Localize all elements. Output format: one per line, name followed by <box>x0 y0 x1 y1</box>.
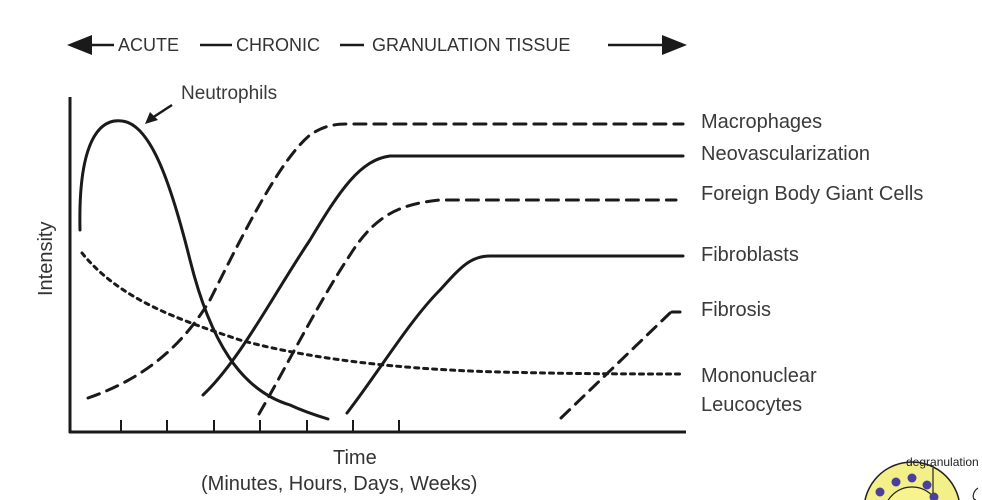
neutrophils-label: Neutrophils <box>181 83 278 104</box>
y-axis-label: Intensity <box>35 221 57 296</box>
label-macrophages: Macrophages <box>701 111 823 133</box>
cell-inset-image <box>864 461 979 500</box>
label-fibrosis: Fibrosis <box>701 299 772 321</box>
label-fbgc: Foreign Body Giant Cells <box>701 183 924 205</box>
x-ticks <box>120 420 400 432</box>
phase-acute: ACUTE <box>118 35 180 55</box>
phase-granulation: GRANULATION TISSUE <box>372 35 571 55</box>
neutrophils-pointer <box>145 103 173 124</box>
degranulation-label: degranulation <box>906 455 979 469</box>
fibroblasts-curve <box>345 254 685 415</box>
label-mononuclear: Mononuclear <box>701 365 817 387</box>
mononuclear-curve <box>80 251 685 376</box>
x-axis-sublabel: (Minutes, Hours, Days, Weeks) <box>201 473 478 495</box>
degranulation-granule <box>929 492 939 500</box>
label-fibroblasts: Fibroblasts <box>701 244 799 266</box>
macrophages-curve <box>86 122 685 400</box>
phase-chronic: CHRONIC <box>236 35 320 55</box>
neovascularization-curve <box>201 154 685 397</box>
label-neovascularization: Neovascularization <box>701 143 870 165</box>
arrow-head-icon <box>145 112 158 124</box>
axes <box>68 97 686 434</box>
x-axis-label: Time <box>333 447 377 469</box>
fibrosis-curve <box>559 311 672 420</box>
neutrophils-curve <box>78 119 330 421</box>
label-leucocytes: Leucocytes <box>701 394 803 416</box>
fbgc-curve <box>257 198 678 416</box>
